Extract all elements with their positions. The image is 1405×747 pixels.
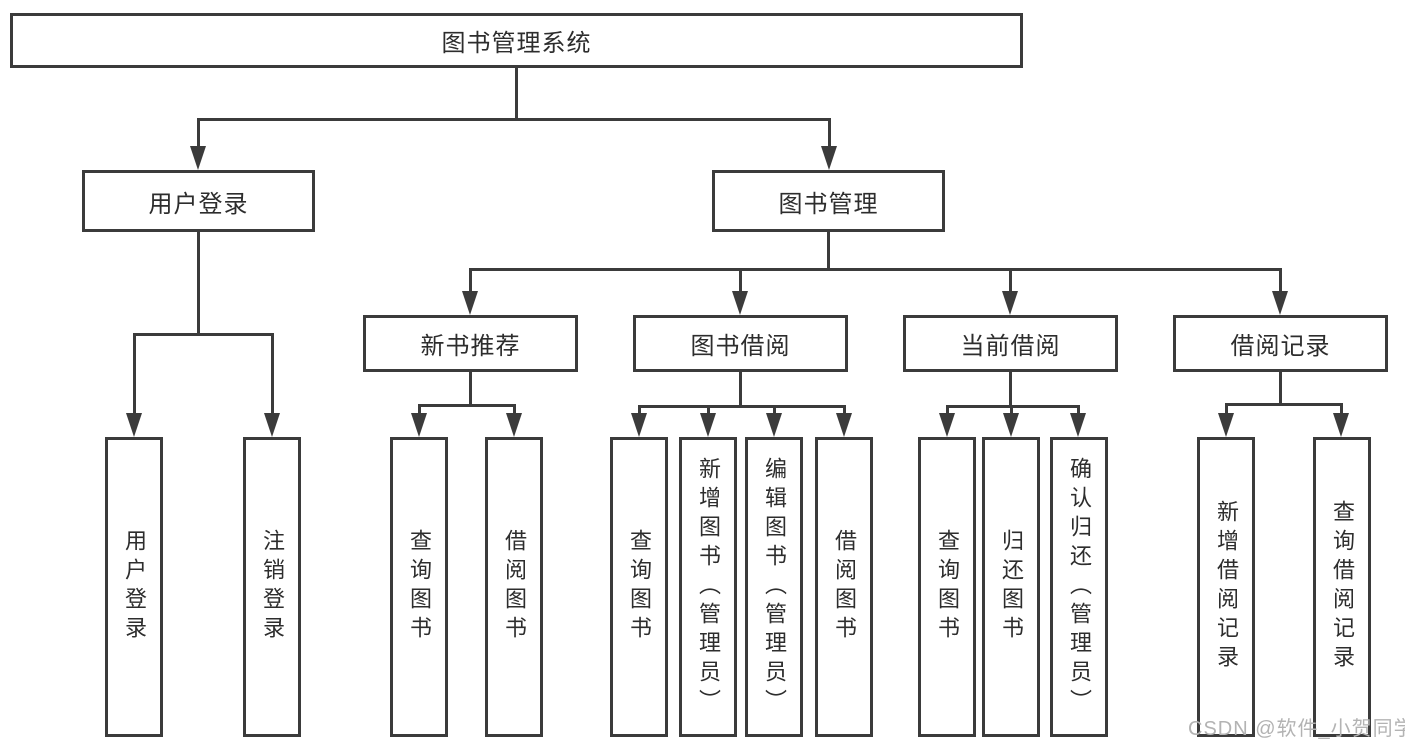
connector-line: [133, 333, 274, 336]
connector-line: [739, 268, 742, 293]
connector-line: [1279, 372, 1282, 405]
node-current-borrowing: 当前借阅: [903, 315, 1118, 372]
node-query-books-current: 查询图书: [918, 437, 976, 737]
arrowhead: [1333, 413, 1349, 437]
arrowhead: [462, 291, 478, 315]
connector-line: [638, 405, 846, 408]
connector-line: [197, 118, 831, 121]
connector-line: [469, 372, 472, 407]
arrowhead: [700, 413, 716, 437]
connector-line: [1009, 372, 1012, 407]
node-edit-books-admin: 编辑图书（管理员）: [745, 437, 803, 737]
connector-line: [946, 405, 1080, 408]
node-add-books-admin: 新增图书（管理员）: [679, 437, 737, 737]
connector-line: [469, 268, 472, 293]
arrowhead: [1272, 291, 1288, 315]
connector-line: [707, 405, 710, 416]
connector-line: [1077, 405, 1080, 416]
arrowhead: [126, 413, 142, 437]
arrowhead: [939, 413, 955, 437]
connector-line: [197, 232, 200, 335]
arrowhead: [190, 146, 206, 170]
arrowhead: [766, 413, 782, 437]
connector-line: [1225, 403, 1228, 416]
connector-line: [843, 405, 846, 416]
arrowhead: [1218, 413, 1234, 437]
node-borrow-books: 借阅图书: [815, 437, 873, 737]
connector-line: [271, 333, 274, 416]
arrowhead: [836, 413, 852, 437]
node-user-login: 用户登录: [82, 170, 315, 232]
arrowhead: [1003, 413, 1019, 437]
connector-line: [739, 372, 742, 407]
connector-line: [515, 68, 518, 121]
connector-line: [418, 404, 421, 416]
connector-line: [197, 118, 200, 150]
watermark: CSDN @软件_小贺同学: [1188, 718, 1405, 740]
arrowhead: [732, 291, 748, 315]
connector-line: [1010, 405, 1013, 416]
connector-line: [828, 118, 831, 150]
node-query-books-recommend: 查询图书: [390, 437, 448, 737]
arrowhead: [631, 413, 647, 437]
connector-line: [1225, 403, 1343, 406]
connector-line: [946, 405, 949, 416]
node-query-books-borrowing: 查询图书: [610, 437, 668, 737]
arrowhead: [821, 146, 837, 170]
node-book-borrowing: 图书借阅: [633, 315, 848, 372]
node-new-book-recommendation: 新书推荐: [363, 315, 578, 372]
arrowhead: [264, 413, 280, 437]
connector-line: [827, 232, 830, 270]
connector-line: [1009, 268, 1012, 293]
node-query-borrow-record: 查询借阅记录: [1313, 437, 1371, 737]
node-logout: 注销登录: [243, 437, 301, 737]
arrowhead: [1070, 413, 1086, 437]
connector-line: [1279, 268, 1282, 293]
connector-line: [1340, 403, 1343, 416]
node-user-login-leaf: 用户登录: [105, 437, 163, 737]
connector-line: [469, 268, 1281, 271]
node-borrow-books-recommend: 借阅图书: [485, 437, 543, 737]
connector-line: [133, 333, 136, 416]
node-borrowing-records: 借阅记录: [1173, 315, 1388, 372]
connector-line: [773, 405, 776, 416]
node-add-borrow-record: 新增借阅记录: [1197, 437, 1255, 737]
arrowhead: [1002, 291, 1018, 315]
connector-line: [638, 405, 641, 416]
connector-line: [418, 404, 516, 407]
arrowhead: [506, 413, 522, 437]
node-confirm-return-admin: 确认归还（管理员）: [1050, 437, 1108, 737]
connector-line: [513, 404, 516, 416]
node-library-management-system: 图书管理系统: [10, 13, 1023, 68]
node-book-management: 图书管理: [712, 170, 945, 232]
node-return-books: 归还图书: [982, 437, 1040, 737]
arrowhead: [411, 413, 427, 437]
